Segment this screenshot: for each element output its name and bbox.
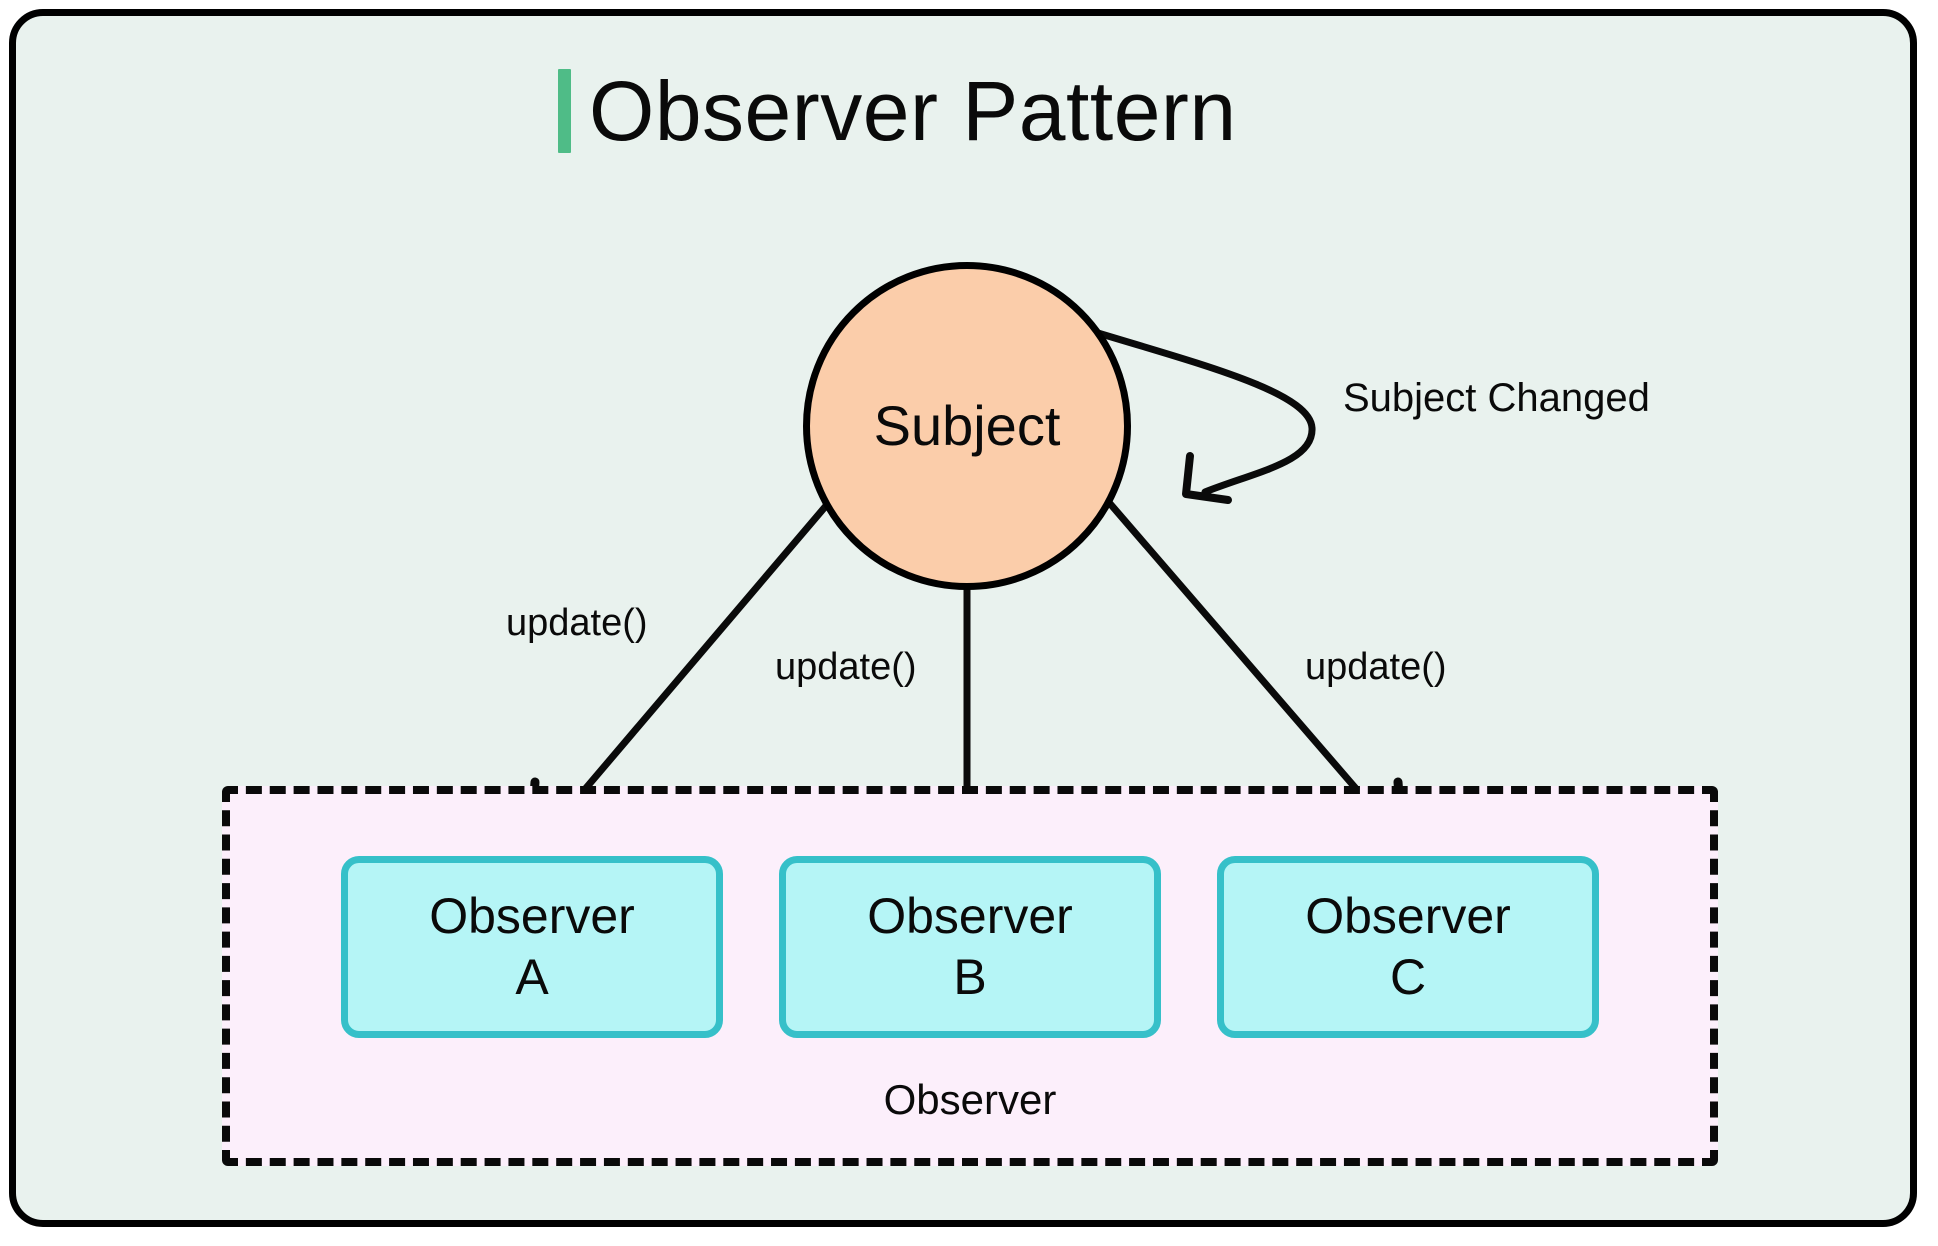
edge-label-update-a: update() [506,602,648,644]
observer-b-label-line1: Observer [867,888,1073,944]
observer-c-label-line2: C [1389,949,1427,1005]
subject-node[interactable]: Subject [803,262,1131,590]
observer-node-b[interactable]: Observer B [779,856,1161,1038]
subject-label: Subject [873,394,1061,457]
observer-group-caption: Observer [883,1076,1057,1123]
title-text: Observer Pattern [589,64,1237,158]
edge-label-subject-changed: Subject Changed [1343,376,1650,420]
observer-a-label-line1: Observer [429,888,635,944]
edge-label-update-c: update() [1305,646,1447,688]
observer-a-label-line2: A [515,949,549,1005]
observer-group-container: Observer A Observer B Observer C Observe… [222,786,1718,1166]
observer-b-label-line2: B [953,949,987,1005]
title-accent-bar [558,69,571,153]
page-title: Observer Pattern [558,56,1237,166]
observer-node-a[interactable]: Observer A [341,856,723,1038]
observer-row: Observer A Observer B Observer C [230,856,1710,1038]
edge-label-update-b: update() [775,646,917,688]
observer-c-label-line1: Observer [1305,888,1511,944]
observer-node-c[interactable]: Observer C [1217,856,1599,1038]
